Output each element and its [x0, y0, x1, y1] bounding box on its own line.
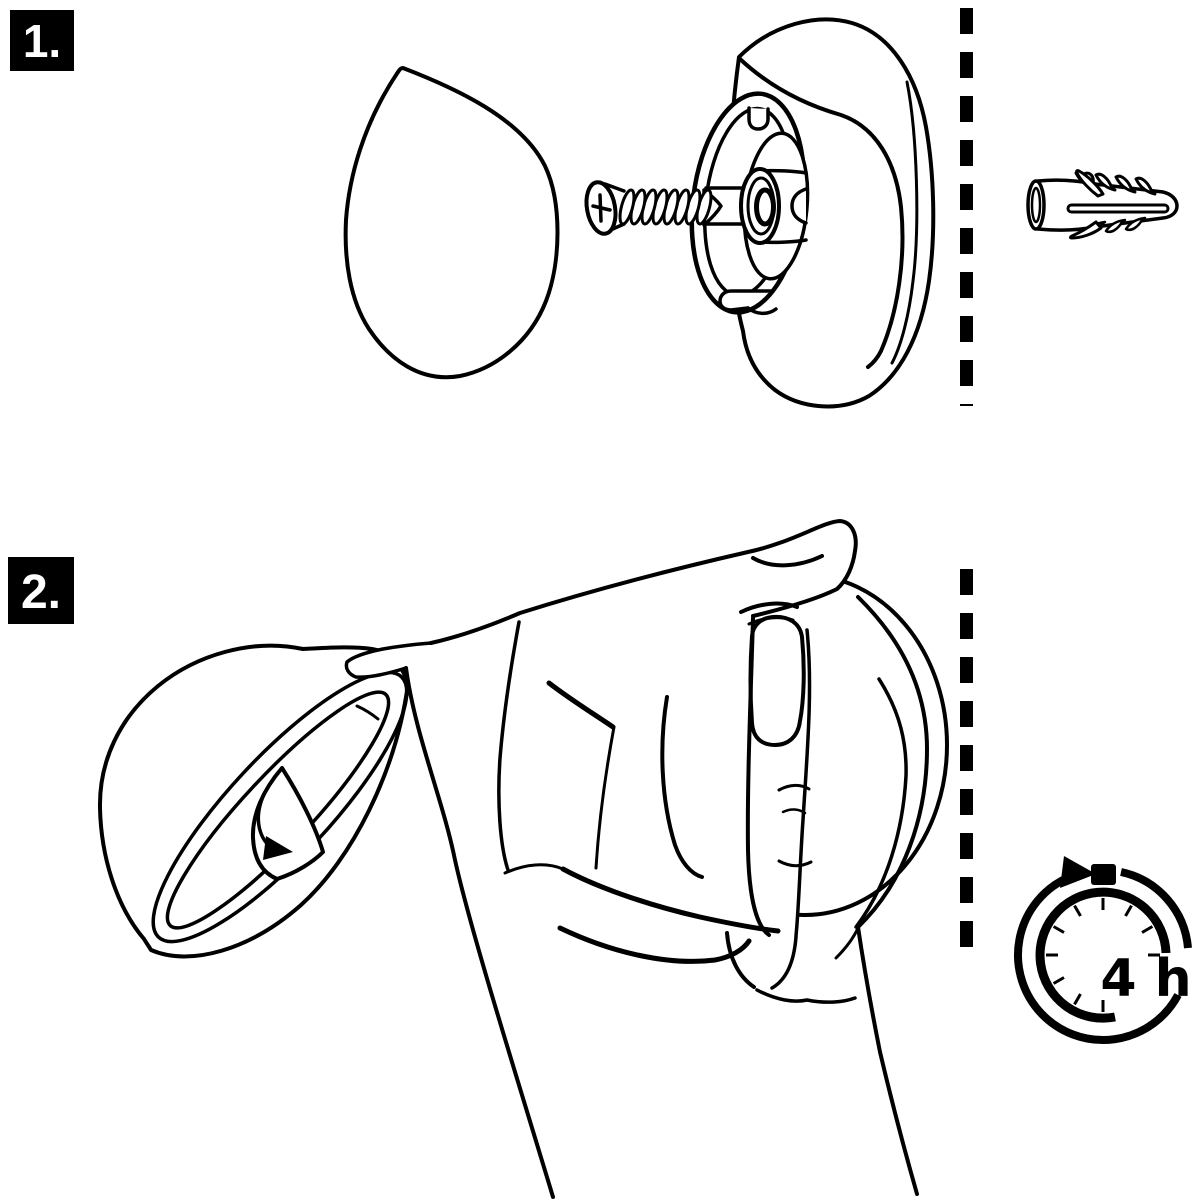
mounting-screw-illustration	[584, 180, 723, 236]
anchor-top-fin	[1075, 169, 1105, 198]
timer-tick-marks	[1046, 898, 1160, 1012]
step2-badge: 2.	[8, 557, 74, 624]
clockwise-arrowhead-icon	[1060, 856, 1096, 888]
timer-4h-icon: 4 h	[1014, 856, 1192, 1044]
step1-section: 1.	[10, 8, 1179, 409]
knob-rotation-illustration	[97, 643, 410, 959]
index-fingernail	[751, 554, 824, 568]
step1-badge: 1.	[10, 10, 74, 71]
step2-section: 2.	[8, 519, 1192, 1200]
step1-badge-label: 1.	[23, 15, 61, 67]
wall-mount-base-illustration	[689, 17, 936, 409]
hand-pressing-knob-illustration	[344, 519, 949, 1200]
timer-button	[1091, 864, 1116, 885]
thumbnail	[748, 614, 806, 747]
wall-anchor-plug-icon	[1026, 169, 1179, 240]
anchor-bottom-fin	[1069, 220, 1103, 240]
phillips-cross-icon	[591, 193, 612, 223]
cover-cap-illustration	[343, 66, 560, 380]
step2-badge-label: 2.	[21, 566, 61, 619]
timer-duration-label: 4 h	[1100, 949, 1191, 1009]
